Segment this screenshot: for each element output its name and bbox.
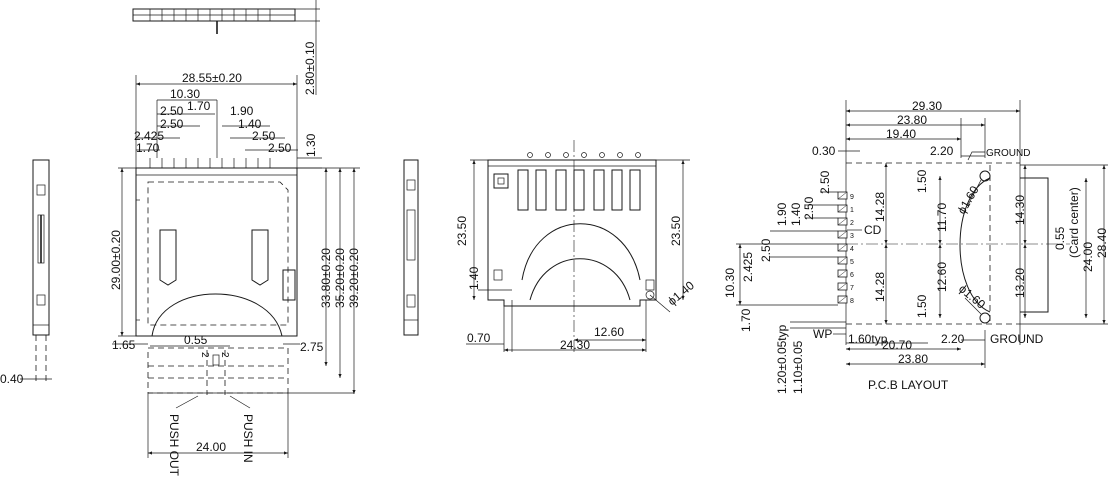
pcb-left-2-50-c: 2.50	[759, 238, 773, 262]
front-dim-1-30: 1.30	[304, 133, 318, 157]
back-left-small: 1.40	[467, 266, 481, 290]
pcb-inner-1-50-b: 1.50	[915, 294, 929, 318]
back-right-height: 23.50	[669, 216, 683, 246]
switch-label-left: 2	[199, 352, 210, 358]
front-dim-1-40: 1.40	[238, 117, 262, 131]
pcb-left-1-20-typ: 1.20±0.05typ	[775, 324, 789, 394]
back-left-margin: 0.70	[467, 331, 491, 345]
pin-number: 2	[850, 220, 854, 227]
pcb-ground-bottom-dim: 2.20	[941, 332, 965, 346]
front-view: 28.55±0.20 10.30 2.50 1.70 1.90 2.50 1.4…	[109, 71, 361, 477]
pcb-left-1-10: 1.10±0.05	[791, 340, 805, 394]
pin-number: 7	[850, 285, 854, 292]
top-view-pins	[149, 9, 271, 21]
pin-number: 5	[850, 259, 854, 266]
pcb-inner-12-60: 12.60	[935, 262, 949, 292]
left-side-view: 0.40	[0, 159, 52, 386]
pcb-cd-label: CD	[864, 223, 882, 237]
side-thickness-dim: 0.40	[0, 372, 24, 386]
front-dim-2-50-a: 2.50	[160, 104, 184, 118]
front-dim-2-50-d: 2.50	[268, 141, 292, 155]
pin-number: 6	[850, 272, 854, 279]
push-in-label: PUSH IN	[241, 414, 255, 463]
pin-number: 3	[850, 233, 854, 240]
pcb-left-2-50-a: 2.50	[818, 170, 832, 194]
pcb-hole-top: ϕ1.60	[954, 183, 981, 216]
push-out-label: PUSH OUT	[167, 414, 181, 477]
pin-number: 9	[850, 194, 854, 201]
pcb-left-small: 0.30	[812, 144, 836, 158]
back-total-width: 24.30	[560, 338, 590, 352]
pin-number: 1	[850, 207, 854, 214]
back-right-width: 12.60	[594, 325, 624, 339]
front-right-offset: 2.75	[300, 340, 324, 354]
pcb-ground-bottom: GROUND	[990, 332, 1044, 346]
pcb-left-1-70: 1.70	[739, 308, 753, 332]
pcb-right-24-00: 24.00	[1081, 242, 1095, 272]
front-dim-2-50-b: 2.50	[160, 117, 184, 131]
front-dim-2-50-c: 2.50	[252, 129, 276, 143]
pcb-right-14-30: 14.30	[1013, 195, 1027, 225]
pcb-inner-14-28-a: 14.28	[873, 192, 887, 222]
pcb-layout: 29.30 23.80 19.40 0.30 2.20 GROUND ϕ1.60…	[723, 99, 1109, 394]
back-left-height: 23.50	[455, 216, 469, 246]
pcb-bottom-23-80: 23.80	[898, 352, 928, 366]
pcb-left-1-40: 1.40	[789, 202, 803, 226]
pcb-right-28-40: 28.40	[1095, 228, 1109, 258]
push-switch: 2 2	[199, 350, 230, 395]
front-contact-pins	[149, 158, 271, 168]
front-bottom-width: 24.00	[196, 440, 226, 454]
pcb-bottom-20-70: 20.70	[882, 338, 912, 352]
front-center-gap: 0.55	[184, 333, 208, 347]
top-view: 2.80±0.10	[132, 0, 320, 95]
pcb-left-2-50-b: 2.50	[802, 196, 816, 220]
back-contacts	[517, 152, 641, 211]
pcb-wp-label: WP	[813, 327, 832, 341]
pcb-right-0-55: 0.55	[1053, 226, 1067, 250]
pcb-inner-1-50-a: 1.50	[915, 169, 929, 193]
pcb-top-dim-23-80: 23.80	[897, 113, 927, 127]
pin-number: 8	[850, 298, 854, 305]
front-dim-10-30: 10.30	[170, 87, 200, 101]
front-left-offset: 1.65	[112, 338, 136, 352]
right-side-view	[403, 159, 419, 336]
front-dim-2-425: 2.425	[134, 129, 164, 143]
pcb-left-10-30: 10.30	[723, 268, 737, 298]
back-hole-dia: ϕ1.40	[665, 278, 697, 308]
pcb-inner-14-28-b: 14.28	[873, 272, 887, 302]
pcb-pads	[837, 191, 848, 304]
top-view-height-dim: 2.80±0.10	[303, 41, 317, 95]
pin-number: 4	[850, 246, 854, 253]
pcb-hole-bottom: ϕ1.60	[956, 282, 988, 312]
front-depth-39-20: 39.20±0.20	[347, 248, 361, 308]
pcb-top-dim-19-40: 19.40	[886, 127, 916, 141]
pcb-right-13-20: 13.20	[1013, 268, 1027, 298]
front-dim-1-70-b: 1.70	[136, 141, 160, 155]
pcb-ground-top: GROUND	[986, 148, 1030, 159]
front-dim-1-90: 1.90	[230, 104, 254, 118]
front-width-dim: 28.55±0.20	[182, 71, 242, 85]
pcb-bottom-1-60typ: 1.60typ	[848, 332, 888, 346]
pcb-left-2-425: 2.425	[741, 252, 755, 282]
front-depth-35-20: 35.20±0.20	[333, 248, 347, 308]
back-view: ϕ1.40 23.50 23.50 1.40 12.60 0.70 24.30	[455, 140, 697, 355]
pcb-pin-numbers: 9 1 2 3 4 5 6 7 8	[850, 194, 854, 305]
pcb-card-center: (Card center)	[1067, 187, 1081, 258]
switch-label-right: 2	[219, 352, 230, 358]
pcb-layout-title: P.C.B LAYOUT	[868, 378, 949, 392]
front-depth-33-80: 33.80±0.20	[319, 248, 333, 308]
front-dim-1-70-a: 1.70	[187, 99, 211, 113]
front-height-dim: 29.00±0.20	[109, 230, 123, 290]
pcb-inner-11-70: 11.70	[935, 203, 949, 232]
pcb-left-1-90: 1.90	[775, 202, 789, 226]
pcb-top-dim-29-30: 29.30	[912, 99, 942, 113]
pcb-ground-top-dim: 2.20	[930, 144, 954, 158]
